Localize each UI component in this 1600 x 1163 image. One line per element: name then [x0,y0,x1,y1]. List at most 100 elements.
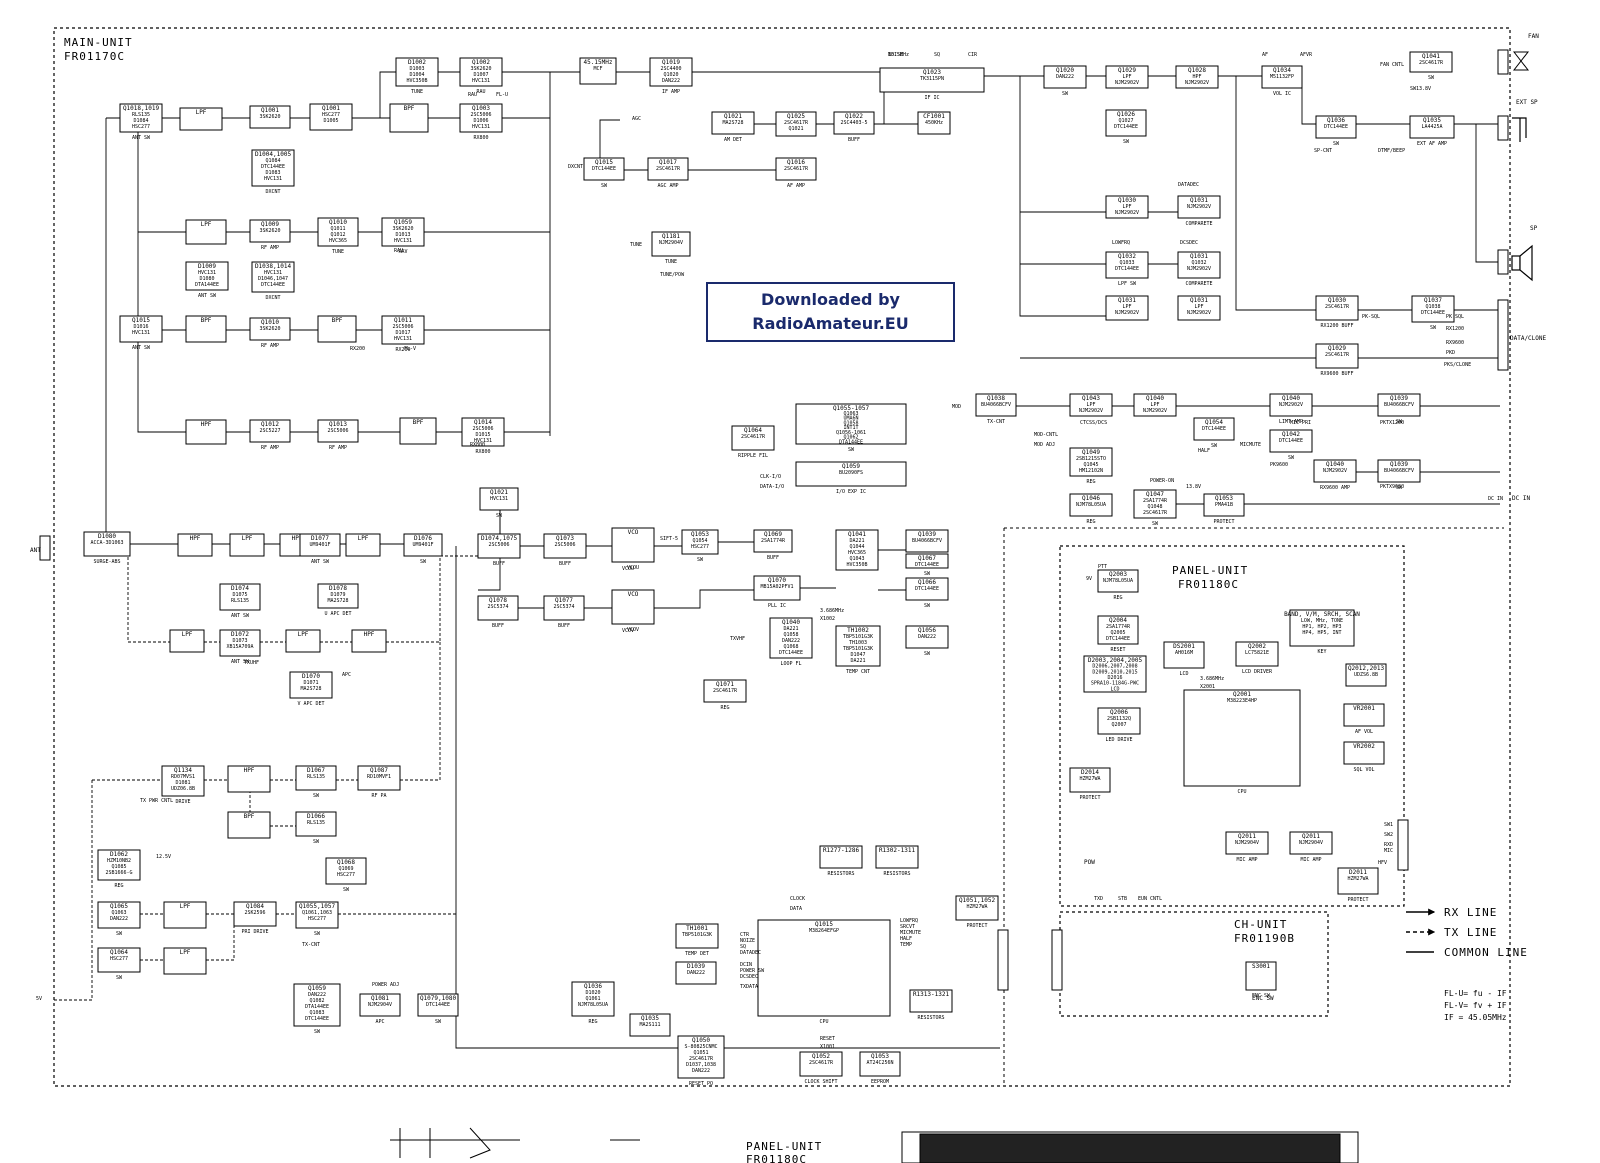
block-part: HSC277 [110,956,128,962]
block-part: RLS135 [307,820,325,826]
signal-label: LOWFRQ [1112,240,1130,246]
block-title: LPF [180,903,191,910]
block-part: NJM2904V [368,1002,392,1008]
block-title: Q1039 [1390,395,1408,402]
signal-label: POWER ADJ [372,982,399,988]
block-title: Q1039 [918,531,936,538]
block-caption: RX9600 AMP [1320,485,1350,491]
block-box [351,629,387,653]
block-title: Q1021 [490,489,508,496]
block-part: 450KHz [925,120,943,126]
block-part: Q1021 [788,126,803,132]
signal-label: POWER-ON [1150,478,1174,484]
signal-label: PK-SQL [1362,314,1380,320]
block-title: Q1043 [1082,395,1100,402]
block-part: 2SC4617R [784,166,809,172]
block-box [835,625,881,667]
block-box [185,419,227,445]
block-box [1289,831,1333,855]
signal-label: HFV [1378,860,1387,866]
signal-label: CIR [968,52,978,58]
block-title: R1302-1311 [879,847,916,854]
signal-label: PKD [1446,350,1455,356]
block-part: HVC131 [394,238,412,244]
block-part: 3SK2620 [470,66,491,72]
block-part: DTC144EE [592,166,616,172]
block-caption: LCD DRIVER [1242,669,1273,675]
block-caption: CLOCK SHIFT [804,1079,837,1085]
block-title: Q1049 [1082,449,1100,456]
signal-label: RAU [468,92,477,98]
block-part: DTC144EE [1279,438,1303,444]
block-part: 3SK2620 [259,326,280,332]
block-title: TH1002 [847,627,869,634]
block-part: Q1063 [843,411,858,417]
block-part: UDZS6.8B [1354,672,1378,678]
block-part: Q1084 [265,158,280,164]
block-title: VCO [628,529,639,536]
block-part: 3SK2620 [259,228,280,234]
block-part: D1084 [133,118,148,124]
ext-sp-connector [1497,115,1509,141]
block-part: DAN222 [1056,74,1074,80]
block-box [295,765,337,791]
block-title: Q1021 [724,113,742,120]
block-part: HVC365 [848,550,866,556]
block-box [1083,655,1147,693]
block-part: DAN222 [687,970,705,976]
block-part: 2SC4617R [1419,60,1444,66]
legend-tx: TX LINE [1444,926,1497,939]
block-box [1343,741,1385,765]
fan-label: FAN [1528,33,1539,40]
block-part: 2SC5374 [487,604,508,610]
signal-label: AGC [632,116,641,122]
block-title: Q1036 [1327,117,1345,124]
block-part: 3SK2620 [392,226,413,232]
block-caption: RX1200 BUFF [1320,323,1353,329]
block-box [249,219,291,243]
block-box [381,315,425,345]
block-caption: ANT SW [311,559,330,565]
block-part: DAN222 [782,638,800,644]
signal-label: FL-V [404,346,416,352]
ch-unit-title: CH-UNIT [1234,918,1287,931]
signal-label: CLK-I/O [760,474,781,480]
block-part: 2SC4617R [1325,304,1350,310]
signal-label: CTR [740,932,750,938]
block-box [317,315,357,343]
block-title: Q1054 [1205,419,1223,426]
signal-label: DATA [790,906,802,912]
block-caption: SW [116,975,123,981]
block-box [1043,65,1087,89]
block-part: 2SC5006 [327,428,348,434]
block-title: Q1015 [132,317,150,324]
block-caption: SW [1062,91,1069,97]
block-part: D1013 [395,232,410,238]
block-part: DAN222 [308,992,326,998]
block-part: NJM2902V [1187,310,1211,316]
block-caption: SW [1123,139,1130,145]
data-clone-connector [1497,299,1509,371]
block-box [97,901,141,929]
block-caption: IF IC [924,95,939,101]
block-part: DTA144EE [839,439,863,445]
block-title: Q1030 [1328,297,1346,304]
block-box [1315,295,1359,321]
block-part: NJM2902V [1143,408,1167,414]
block-part: LPF [1194,304,1203,310]
block-title: Q1079,1080 [420,995,457,1002]
